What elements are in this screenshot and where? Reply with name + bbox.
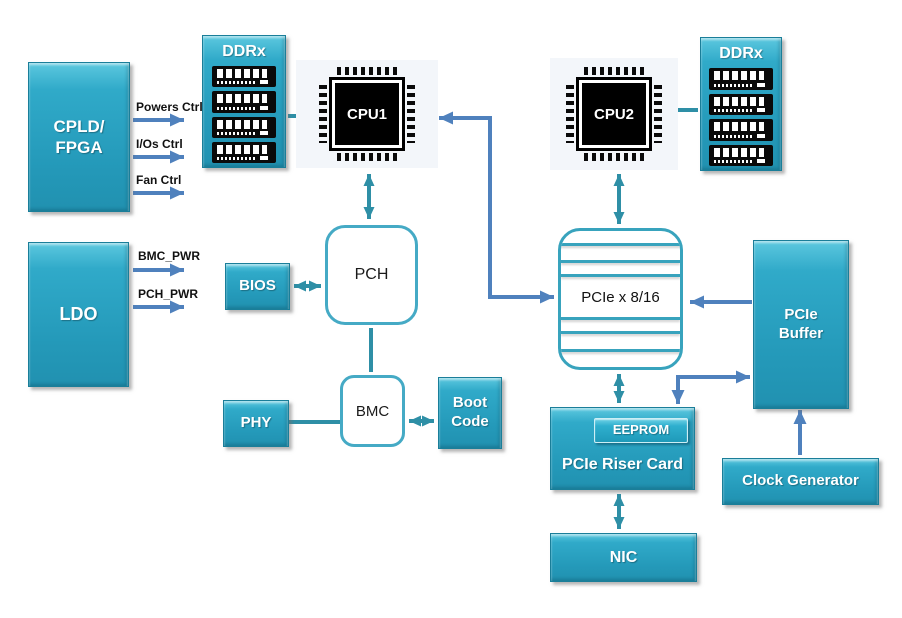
slot-line: [561, 349, 680, 352]
slot-line: [561, 331, 680, 334]
cpu-chip-icon: CPU2: [566, 67, 662, 161]
node-pch: PCH: [325, 225, 418, 325]
slot-line: [561, 274, 680, 277]
node-ldo: LDO: [28, 242, 129, 387]
ram-stick-icon: [709, 144, 773, 166]
ram-stick-icon: [709, 68, 773, 90]
node-eeprom: EEPROM: [594, 418, 688, 443]
node-cpld-fpga: CPLD/ FPGA: [28, 62, 130, 212]
cpu2-label: CPU2: [579, 80, 649, 148]
node-boot-code: Boot Code: [438, 377, 502, 449]
label-bmc-pwr: BMC_PWR: [138, 249, 200, 263]
node-nic: NIC: [550, 533, 697, 582]
connector-cpu1-pcie-slot: [439, 111, 554, 304]
label-fan-ctrl: Fan Ctrl: [136, 173, 182, 187]
ddrx-left-label: DDRx: [222, 43, 266, 60]
node-bmc: BMC: [340, 375, 405, 447]
slot-line: [561, 243, 680, 246]
label-ios-ctrl: I/Os Ctrl: [136, 137, 183, 151]
node-ddrx-right: DDRx: [700, 37, 782, 171]
slot-line: [561, 317, 680, 320]
node-pcie-slot: PCIe x 8/16: [558, 228, 683, 370]
cpu-chip-icon: CPU1: [319, 67, 415, 161]
node-clock-generator: Clock Generator: [722, 458, 879, 505]
ram-stick-icon: [212, 91, 276, 113]
node-pcie-buffer: PCIe Buffer: [753, 240, 849, 409]
ram-stick-icon: [212, 66, 276, 88]
connector-buffer-riser: [671, 370, 750, 404]
ram-stick-icon: [212, 141, 276, 163]
ram-stick-icon: [212, 116, 276, 138]
node-phy: PHY: [223, 400, 289, 447]
label-powers-ctrl: Powers Ctrl: [136, 100, 203, 114]
ram-stick-icon: [709, 119, 773, 141]
ddrx-right-label: DDRx: [719, 45, 763, 62]
label-pch-pwr: PCH_PWR: [138, 287, 199, 301]
node-ddrx-left: DDRx: [202, 35, 286, 168]
node-pcie-riser-card: PCIe Riser Card EEPROM: [550, 407, 695, 490]
node-bios: BIOS: [225, 263, 290, 310]
slot-line: [561, 260, 680, 263]
node-cpu1: CPU1: [296, 60, 438, 168]
node-cpu2: CPU2: [550, 58, 678, 170]
ram-stick-icon: [709, 93, 773, 115]
pcie-slot-label: PCIe x 8/16: [581, 289, 660, 306]
pcie-riser-label: PCIe Riser Card: [562, 456, 683, 473]
cpu1-label: CPU1: [332, 80, 402, 148]
